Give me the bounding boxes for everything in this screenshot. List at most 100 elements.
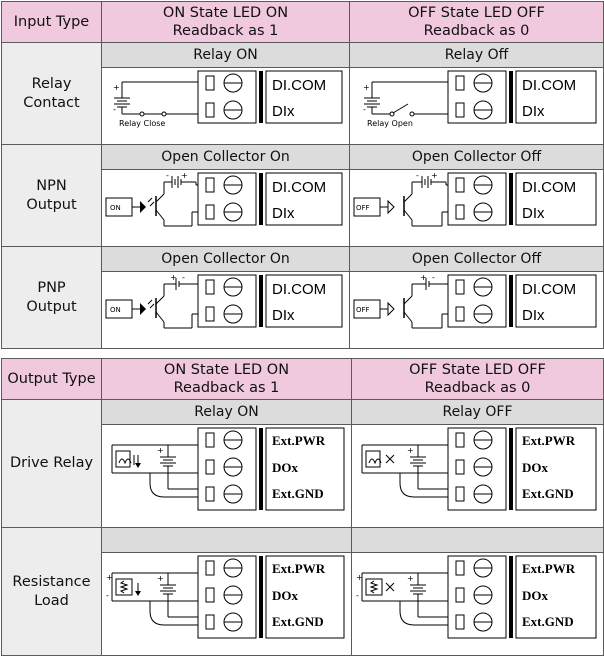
svg-text:-: - [356,591,359,600]
npn-off-label: OFF [356,204,370,212]
svg-text:-: - [166,171,169,180]
drive-relay-on-diagram: + Ext.PWR DOx Ext.GND [111,427,345,511]
svg-text:+: + [420,273,427,282]
svg-text:DIx: DIx [272,205,295,222]
relay-open-note: Relay Open [367,119,413,128]
resistance-load-on-caption [102,528,351,553]
drive-relay-off-diagram: + Ext.PWR DOx Ext.GND [361,427,597,511]
terminal-di-com: DI.COM [272,77,326,94]
relay-close-note: Relay Close [119,119,165,128]
svg-text:Ext.PWR: Ext.PWR [522,561,576,576]
svg-text:Ext.GND: Ext.GND [272,614,324,629]
drive-relay-on-caption: Relay ON [102,400,351,425]
svg-text:-: - [432,273,435,282]
resistance-load-off-cell: + - + Ext.PWR [351,527,604,656]
relay-close-diagram: + - Relay Close DI.COM DIx [113,70,343,128]
pnp-off-label: OFF [356,306,370,314]
svg-text:+: + [356,573,363,582]
relay-contact-on-caption: Relay ON [102,43,349,68]
pnp-off-cell: Open Collector Off OFF + - [349,246,604,349]
relay-contact-off-cell: Relay Off + - Relay Open [349,42,604,145]
terminal-dix: DIx [522,103,545,120]
svg-text:DI.COM: DI.COM [272,281,326,298]
svg-text:DI.COM: DI.COM [522,179,576,196]
svg-text:+: + [407,446,414,455]
pnp-on-diagram: ON + - [105,273,343,329]
battery-minus: - [363,105,366,114]
svg-text:+: + [157,574,164,583]
pnp-on-cell: Open Collector On ON + - [101,246,350,349]
npn-off-diagram: OFF - + [353,171,597,227]
svg-text:Ext.PWR: Ext.PWR [522,433,576,448]
svg-text:DOx: DOx [272,588,299,603]
pnp-off-caption: Open Collector Off [350,247,603,272]
svg-text:DI.COM: DI.COM [272,179,326,196]
svg-text:-: - [416,171,419,180]
output-type-header: Output Type [1,358,102,400]
npn-on-cell: Open Collector On ON - + [101,144,350,247]
relay-open-diagram: + - Relay Open DI.COM DIx [363,70,597,128]
terminal-di-com: DI.COM [522,77,576,94]
svg-text:DIx: DIx [272,307,295,324]
relay-contact-off-caption: Relay Off [350,43,603,68]
resistance-load-on-cell: + - + Ext.PWR [101,527,352,656]
resistance-load-off-diagram: + - + Ext.PWR [356,555,597,639]
npn-on-label: ON [110,204,121,212]
terminal-dix: DIx [272,103,295,120]
output-row-drive-relay: Drive Relay Relay ON + [1,399,604,528]
svg-text:DI.COM: DI.COM [522,281,576,298]
drive-relay-off-caption: Relay OFF [352,400,603,425]
svg-text:Ext.GND: Ext.GND [272,486,324,501]
row-label-drive-relay: Drive Relay [1,399,102,528]
relay-contact-on-cell: Relay ON + - Relay Close [101,42,350,145]
input-type-header: Input Type [1,1,102,43]
pnp-on-caption: Open Collector On [102,247,349,272]
battery-plus: + [363,83,370,92]
svg-text:+: + [431,171,438,180]
battery-plus: + [113,83,120,92]
svg-text:DOx: DOx [522,588,549,603]
svg-text:Ext.GND: Ext.GND [522,614,574,629]
drive-relay-off-cell: Relay OFF + [351,399,604,528]
pnp-on-label: ON [110,306,121,314]
npn-on-diagram: ON - + [105,171,343,227]
svg-text:+: + [170,273,177,282]
svg-text:+: + [407,574,414,583]
npn-off-caption: Open Collector Off [350,145,603,170]
pnp-off-diagram: OFF + - [353,273,597,329]
svg-text:DOx: DOx [272,460,299,475]
resistance-load-off-caption [352,528,603,553]
resistance-load-on-diagram: + - + Ext.PWR [106,555,345,639]
drive-relay-on-cell: Relay ON + [101,399,352,528]
svg-text:-: - [106,591,109,600]
svg-text:+: + [157,446,164,455]
battery-minus: - [113,105,116,114]
svg-text:Ext.GND: Ext.GND [522,486,574,501]
svg-text:DIx: DIx [522,307,545,324]
npn-off-cell: Open Collector Off OFF - + [349,144,604,247]
svg-text:DIx: DIx [522,205,545,222]
npn-on-caption: Open Collector On [102,145,349,170]
svg-text:+: + [106,573,113,582]
svg-text:Ext.PWR: Ext.PWR [272,433,326,448]
svg-text:DOx: DOx [522,460,549,475]
svg-text:Ext.PWR: Ext.PWR [272,561,326,576]
svg-text:-: - [182,273,185,282]
svg-text:+: + [181,171,188,180]
